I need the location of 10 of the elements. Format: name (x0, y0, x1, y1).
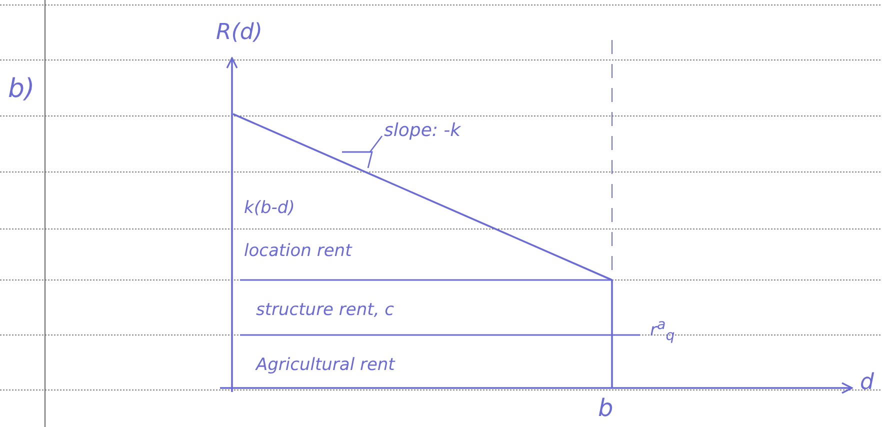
region-label: Agricultural rent (256, 357, 395, 374)
region-label: location rent (244, 243, 352, 260)
slope-label: slope: -k (384, 122, 461, 140)
region-label: structure rent, c (256, 302, 394, 319)
formula-label: k(b-d) (244, 200, 295, 217)
axis-label: d (860, 372, 874, 394)
tick-label: b (598, 396, 614, 420)
leader-line (369, 136, 383, 152)
panel-label: b) (8, 76, 35, 102)
axis-label: R(d) (216, 22, 262, 44)
